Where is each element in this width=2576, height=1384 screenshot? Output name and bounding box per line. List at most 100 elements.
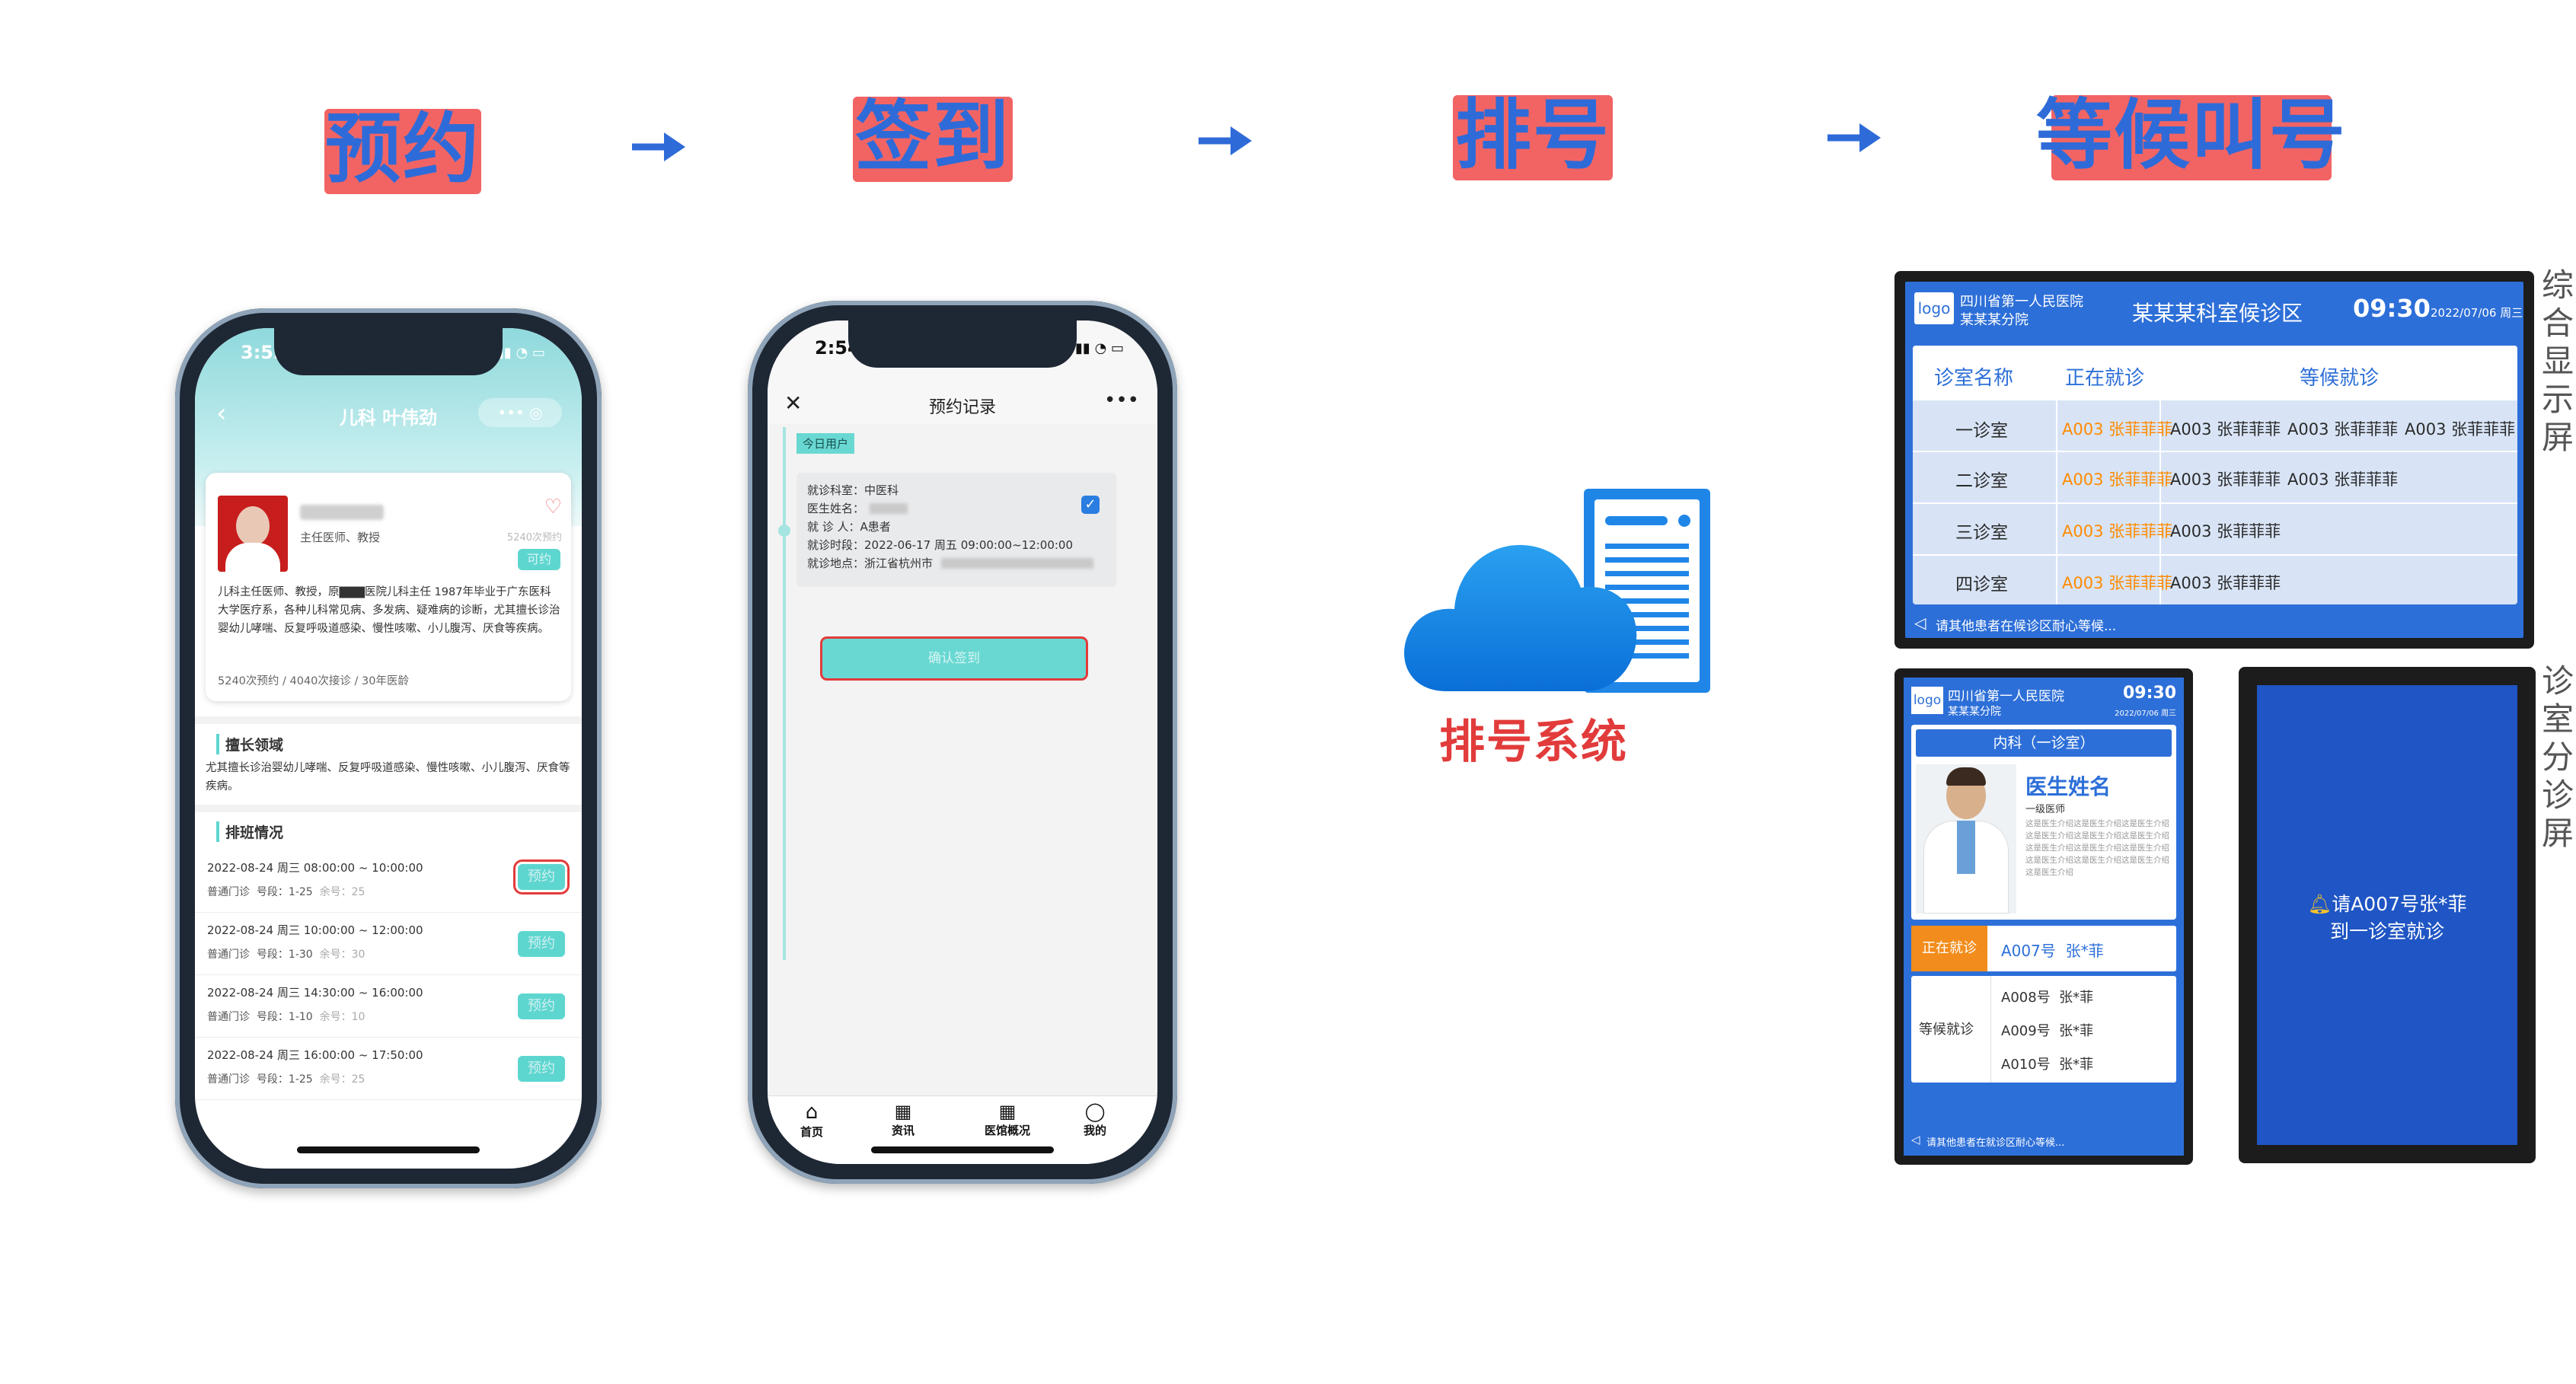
room-name: 四诊室	[1955, 575, 2008, 595]
schedule-date: 2022-08-24 周三 14:30:00 ~ 16:00:00	[207, 986, 423, 1000]
current-patient: A007号 张*菲	[2001, 942, 2104, 960]
appt-patient: 就 诊 人：A患者	[807, 520, 891, 534]
room-name: 二诊室	[1955, 471, 2008, 491]
room-display-screen: logo 四川省第一人民医院 某某某分院 09:30 2022/07/06 周三…	[1894, 668, 2193, 1165]
waiting-patient: A003 张菲菲菲	[2405, 420, 2516, 438]
current-label: 正在就诊	[1911, 926, 1987, 971]
building-icon: ▦	[894, 1101, 912, 1122]
call-line-1: 🔔︎请A007号张*菲	[2307, 893, 2467, 915]
waiting-patient: A003 张菲菲菲	[2170, 470, 2281, 489]
notice-text: 请其他患者在候诊区耐心等候...	[1936, 619, 2117, 634]
dept-title: 内科（一诊室）	[1916, 729, 2172, 757]
mini-menu-capsule[interactable]: ••• ◎	[478, 398, 562, 427]
doctor-bio: 儿科主任医师、教授，原▇▇▇医院儿科主任 1987年毕业于广东医科大学医疗系，各…	[218, 586, 560, 635]
waiting-label: 等候就诊	[1919, 1022, 1974, 1038]
status-icons: ▮▮ ◔ ▭	[1075, 340, 1124, 356]
nav-title: 儿科 叶伟劲	[339, 407, 438, 429]
available-badge[interactable]: 可约	[518, 549, 560, 570]
schedule-row: 2022-08-24 周三 08:00:00 ~ 10:00:00 普通门诊 号…	[195, 850, 582, 913]
step-label-booking: 预约	[324, 104, 481, 194]
schedule-type: 普通门诊 号段：1-30 余号：30	[207, 949, 365, 961]
tab-news[interactable]: ▦ 资讯	[880, 1101, 926, 1138]
close-icon[interactable]: ✕	[784, 391, 803, 416]
current-patient-card: 正在就诊 A007号 张*菲	[1911, 926, 2176, 971]
page-title: 预约记录	[928, 398, 996, 417]
current-patient: A003 张菲菲菲	[2062, 522, 2173, 541]
status-icons: ▮▮ ◔ ▭	[496, 345, 545, 361]
speaker-icon: ◁	[1911, 1133, 1920, 1146]
doctor-name: 医生姓名	[2025, 774, 2112, 799]
schedule-date: 2022-08-24 周三 10:00:00 ~ 12:00:00	[207, 923, 423, 937]
bell-icon: 🔔︎	[2307, 893, 2332, 915]
specialty-text: 尤其擅长诊治婴幼儿哮喘、反复呼吸道感染、慢性咳嗽、小儿腹泻、厌食等疾病。	[206, 762, 570, 792]
appointment-card[interactable]: 就诊科室：中医科 医生姓名： 就 诊 人：A患者 就诊时段：2022-06-17…	[796, 473, 1116, 587]
favorite-heart-icon[interactable]: ♡	[544, 496, 562, 518]
book-button[interactable]: 预约	[518, 993, 565, 1019]
arrow-right-icon	[632, 132, 685, 161]
today-tag: 今日用户	[796, 433, 855, 454]
schedule-row: 2022-08-24 周三 14:30:00 ~ 16:00:00 普通门诊 号…	[195, 975, 582, 1038]
doctor-level: 一级医师	[2025, 804, 2066, 815]
timeline-line	[783, 427, 786, 960]
schedule-row: 2022-08-24 周三 16:00:00 ~ 17:50:00 普通门诊 号…	[195, 1038, 582, 1100]
step-label-wait-call: 等候叫号	[2036, 91, 2347, 180]
current-patient: A003 张菲菲菲	[2062, 470, 2173, 489]
appt-doctor: 医生姓名：	[807, 502, 865, 515]
more-icon[interactable]: •••	[1103, 389, 1139, 412]
clock: 09:30	[2353, 294, 2431, 323]
tab-overview[interactable]: ▦ 医馆概况	[973, 1101, 1042, 1138]
waiting-patient: A009号 张*菲	[2001, 1023, 2094, 1039]
phone-checkin: 2:54 ▮▮ ◔ ▭ ✕ 预约记录 ••• 今日用户 就诊科室：中医科 医生姓…	[748, 301, 1177, 1184]
call-line-2: 到一诊室就诊	[2329, 920, 2444, 942]
phone-booking: 3:52 ▮▮ ◔ ▭ ‹ 儿科 叶伟劲 ••• ◎ 主任医师、教授 ♡ 524…	[175, 308, 602, 1188]
schedule-type: 普通门诊 号段：1-10 余号：10	[207, 1011, 365, 1023]
room-name: 三诊室	[1955, 523, 2008, 543]
doctor-stats: 5240次预约 / 4040次接诊 / 30年医龄	[218, 675, 409, 687]
dept-card: 内科（一诊室） 医生姓名 一级医师 这是医生介绍这是医生介绍这是医生介绍这是医生…	[1911, 725, 2176, 920]
current-patient: A003 张菲菲菲	[2062, 574, 2173, 592]
book-button[interactable]: 预约	[518, 864, 565, 890]
header-waiting: 等候就诊	[2300, 367, 2380, 390]
specialty-title: 擅长领域	[216, 734, 283, 754]
address-blurred	[941, 558, 1093, 569]
doctor-photo	[1916, 764, 2016, 914]
back-icon[interactable]: ‹	[216, 398, 227, 429]
logo: logo	[1911, 687, 1943, 714]
phone-booking-screen: 3:52 ▮▮ ◔ ▭ ‹ 儿科 叶伟劲 ••• ◎ 主任医师、教授 ♡ 524…	[195, 328, 582, 1169]
waiting-card: 等候就诊 A008号 张*菲 A009号 张*菲 A010号 张*菲	[1911, 976, 2176, 1083]
schedule-date: 2022-08-24 周三 16:00:00 ~ 17:50:00	[207, 1048, 423, 1062]
book-button[interactable]: 预约	[518, 931, 565, 957]
queue-table: 诊室名称 正在就诊 等候就诊 一诊室 A003 张菲菲菲 A003 张菲菲菲 A…	[1913, 346, 2517, 604]
arrow-right-icon	[1199, 126, 1252, 155]
speaker-icon: ◁	[1914, 614, 1926, 632]
schedule-row: 2022-08-24 周三 10:00:00 ~ 12:00:00 普通门诊 号…	[195, 913, 582, 975]
schedule-title: 排班情况	[216, 821, 283, 842]
tab-bar: ⌂ 首页 ▦ 资讯 ▦ 医馆概况 ◯ 我的	[768, 1095, 1157, 1164]
home-icon: ⌂	[805, 1101, 819, 1124]
confirm-checkin-button[interactable]: 确认签到	[822, 639, 1086, 678]
tab-home[interactable]: ⌂ 首页	[789, 1101, 835, 1140]
header-room: 诊室名称	[1934, 367, 2014, 390]
step-label-queue: 排号	[1453, 95, 1613, 180]
appt-dept: 就诊科室：中医科	[807, 483, 899, 497]
step-label-checkin: 签到	[853, 97, 1013, 182]
section-divider	[195, 805, 582, 812]
booked-count: 5240次预约	[506, 532, 562, 544]
schedule-date: 2022-08-24 周三 08:00:00 ~ 10:00:00	[207, 861, 423, 875]
side-label-room: 诊室分诊屏	[2542, 662, 2574, 852]
arrow-right-icon	[1827, 123, 1881, 152]
queue-system-label: 排号系统	[1439, 716, 1628, 769]
checkbox-checked-icon[interactable]: ✓	[1081, 496, 1100, 514]
waiting-patient: A003 张菲菲菲	[2170, 420, 2281, 438]
side-label-main: 综合显示屏	[2542, 266, 2574, 456]
appt-time: 就诊时段：2022-06-17 周五 09:00:00~12:00:00	[807, 538, 1074, 552]
room-name: 一诊室	[1955, 421, 2008, 441]
book-button[interactable]: 预约	[518, 1056, 565, 1082]
user-icon: ◯	[1084, 1101, 1106, 1122]
branch-name: 某某某分院	[1960, 312, 2029, 328]
current-patient: A003 张菲菲菲	[2062, 420, 2173, 438]
waiting-patient: A003 张菲菲菲	[2170, 574, 2281, 592]
main-display-screen: logo 四川省第一人民医院 某某某分院 某某某科室候诊区 09:30 2022…	[1894, 271, 2534, 649]
tab-mine[interactable]: ◯ 我的	[1072, 1101, 1118, 1138]
hospital-name: 四川省第一人民医院	[1960, 294, 2083, 310]
